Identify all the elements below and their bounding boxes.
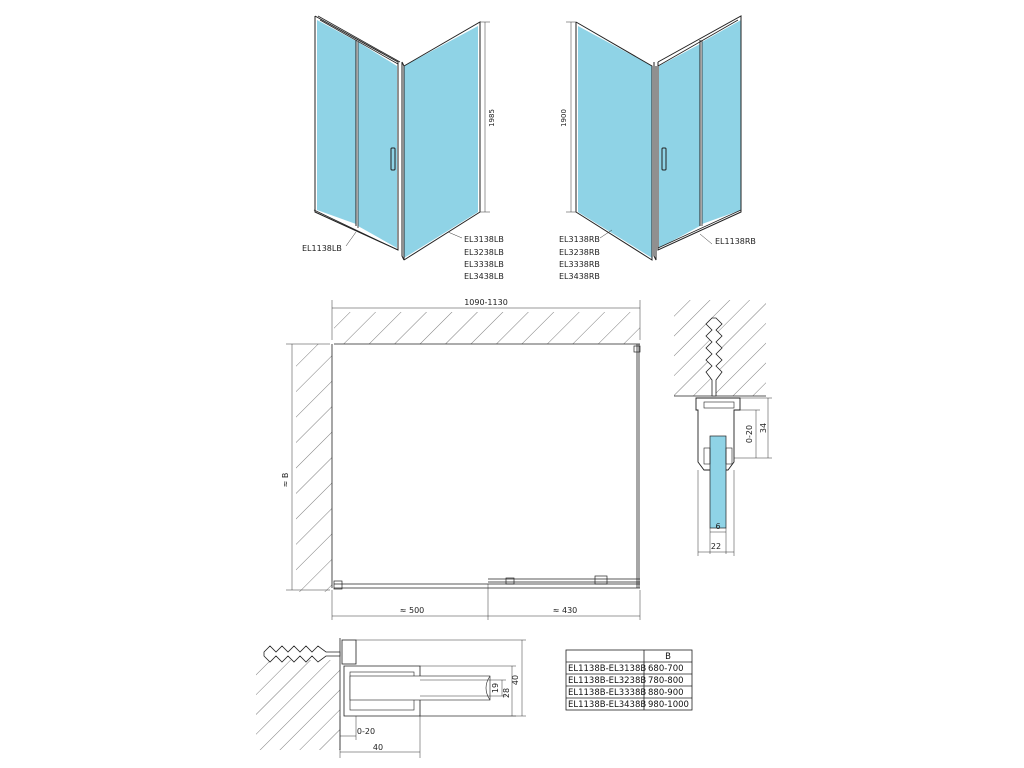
plan-view: 1090-1130 ≈ B ≈ 500 ≈ 430 [281,298,641,620]
right-height-label: 1900 [560,109,568,127]
table-row-b: 780-800 [648,676,684,686]
detail-right-dim-0-20: 0-20 [745,425,754,443]
table-row-model: EL1138B-EL3138B [568,664,646,674]
right-handle-icon [661,147,667,171]
detail-bottom-dim-19: 19 [491,683,500,693]
detail-bottom-dim-40-h: 40 [511,675,520,685]
top-wall-hatch [334,312,640,344]
table-row-model: EL1138B-EL3338B [568,688,646,698]
plan-width-dim: 1090-1130 [464,298,508,307]
left-side-glass [404,26,478,258]
detail-bottom-dim-28: 28 [502,688,511,698]
table-row-b: 880-900 [648,688,684,698]
left-side-label-2: EL3238LB [464,248,504,257]
detail-right-dim-22: 22 [711,542,721,551]
right-side-glass [578,26,652,258]
left-side-label-4: EL3438LB [464,272,504,281]
left-door-glass [358,42,397,248]
left-model-label: EL1138LB [302,244,342,253]
side-anchor-icon [263,645,341,663]
right-profile-detail: 0-20 34 6 22 [674,300,772,556]
detail-glass [709,435,727,529]
detail-right-dim-6: 6 [715,522,720,531]
left-side-label-3: EL3338LB [464,260,504,269]
left-handle-icon [390,147,396,171]
right-3d-view: 1900 EL3138RB EL3238RB EL3338RB EL3438RB… [559,15,756,281]
left-wall-hatch [296,344,332,592]
table-row-b: 680-700 [648,664,684,674]
size-table: B EL1138B-EL3138B 680-700 EL1138B-EL3238… [565,649,693,711]
bottom-profile-detail: 0-20 40 19 28 40 [256,638,526,758]
detail-bottom-dim-0-20: 0-20 [357,727,375,736]
right-fixed-glass [702,20,741,224]
side-wall-hatch [256,660,340,750]
plan-bottom-dim-2: ≈ 430 [553,606,578,615]
plan-bottom-dim-1: ≈ 500 [400,606,425,615]
left-height-label: 1985 [488,109,496,127]
right-side-label-2: EL3238RB [559,248,600,257]
right-side-label-3: EL3338RB [559,260,600,269]
plan-side-dim: ≈ B [281,473,290,488]
wall-profile-icon [695,397,741,471]
table-header-b: B [665,652,671,662]
right-side-label-1: EL3138RB [559,235,600,244]
left-side-label-1: EL3138LB [464,235,504,244]
left-fixed-glass [317,20,356,224]
detail-bottom-dim-40-w: 40 [373,743,383,752]
right-model-label: EL1138RB [715,237,756,246]
right-side-label-4: EL3438RB [559,272,600,281]
detail-right-dim-34: 34 [759,423,768,433]
table-row-model: EL1138B-EL3438B [568,700,646,710]
left-3d-view: 1985 EL1138LB EL3138LB EL3238LB EL3338LB… [302,15,504,281]
wall-anchor-icon [705,317,723,397]
table-row-model: EL1138B-EL3238B [568,676,646,686]
table-row-b: 980-1000 [648,700,689,710]
right-door-glass [659,44,700,248]
